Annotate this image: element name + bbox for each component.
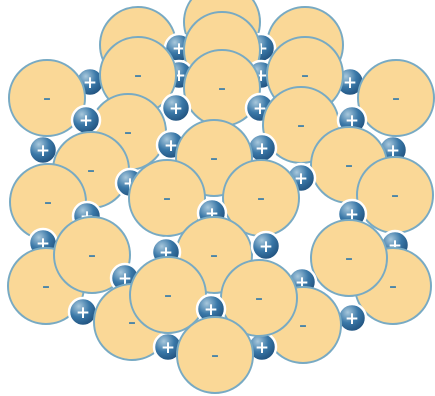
cation-sign: +: [36, 141, 50, 161]
cation-sign: +: [343, 73, 357, 93]
anion-sign: –: [211, 346, 219, 364]
cation-sign: +: [76, 303, 90, 323]
anion-sign: –: [301, 66, 309, 84]
cation-sign: +: [345, 309, 359, 329]
anion-sign: –: [391, 186, 399, 204]
anion-7: –: [358, 60, 434, 136]
cation-sign: +: [79, 111, 93, 131]
cation-22: +: [69, 298, 97, 326]
cation-23: +: [338, 304, 366, 332]
anion-sign: –: [134, 66, 142, 84]
cation-6: +: [29, 136, 57, 164]
anion-sign: –: [87, 161, 95, 179]
anion-sign: –: [124, 123, 132, 141]
cation-10: +: [72, 106, 100, 134]
anion-sign: –: [257, 189, 265, 207]
cation-8: +: [162, 94, 190, 122]
anion-sign: –: [128, 313, 136, 331]
anion-sign: –: [299, 316, 307, 334]
anion-sign: –: [163, 189, 171, 207]
anion-sign: –: [42, 277, 50, 295]
anion-sign: –: [389, 277, 397, 295]
anion-18: –: [311, 220, 387, 296]
anion-sign: –: [218, 79, 226, 97]
anion-sign: –: [392, 89, 400, 107]
cation-sign: +: [169, 99, 183, 119]
anion-sign: –: [345, 249, 353, 267]
anion-sign: –: [297, 116, 305, 134]
cation-sign: +: [255, 139, 269, 159]
anion-27: –: [177, 317, 253, 393]
anion-sign: –: [210, 246, 218, 264]
anion-sign: –: [255, 289, 263, 307]
anion-14: –: [357, 157, 433, 233]
anion-sign: –: [210, 149, 218, 167]
anion-sign: –: [345, 156, 353, 174]
cation-28: +: [252, 232, 280, 260]
anion-25: –: [130, 257, 206, 333]
anion-sign: –: [43, 89, 51, 107]
cation-sign: +: [259, 237, 273, 257]
anion-sign: –: [44, 193, 52, 211]
anion-sign: –: [164, 286, 172, 304]
cation-sign: +: [161, 338, 175, 358]
anion-sign: –: [88, 246, 96, 264]
cation-sign: +: [255, 338, 269, 358]
